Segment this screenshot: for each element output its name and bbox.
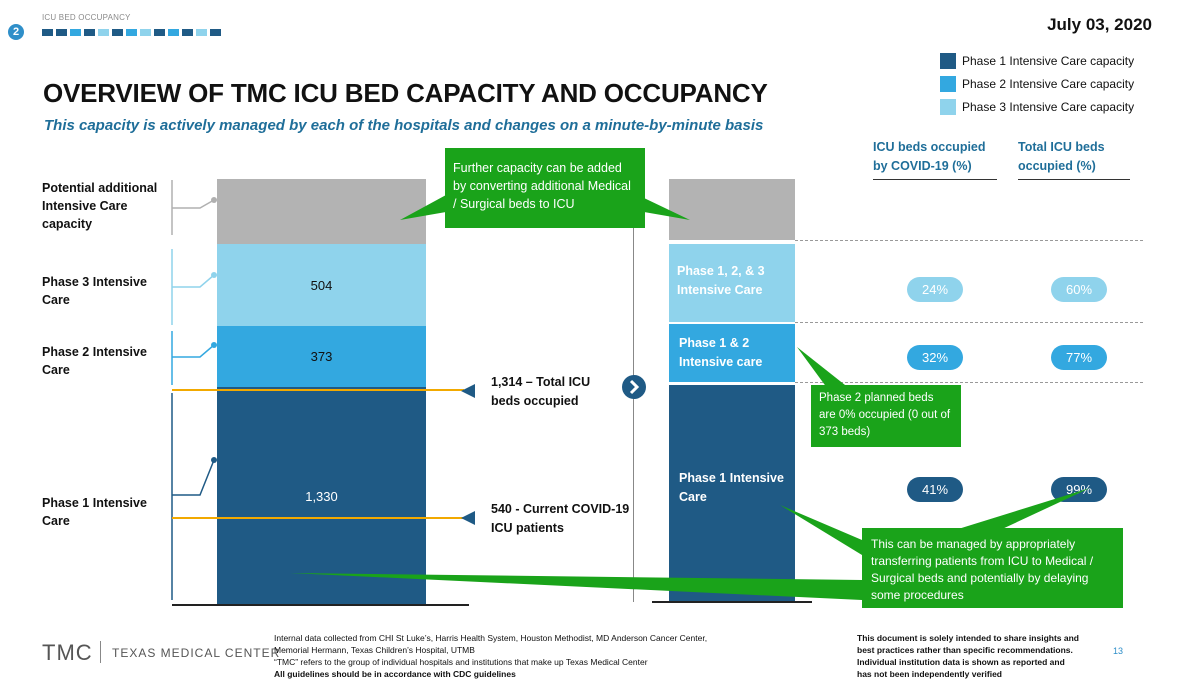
legend-swatch-phase2: [940, 75, 956, 92]
page-title: OVERVIEW OF TMC ICU BED CAPACITY AND OCC…: [43, 78, 768, 108]
section-number-badge: 2: [8, 24, 24, 40]
chevron-right-icon: [622, 375, 646, 399]
disclaimer-line-4: has not been independently verified: [857, 669, 1002, 679]
row-brackets: [171, 180, 217, 600]
source-line-2: Memorial Hermann, Texas Children’s Hospi…: [274, 645, 475, 655]
pill-covid-phase12: 32%: [907, 345, 963, 370]
callout-manage-transfers: This can be managed by appropriately tra…: [862, 528, 1123, 608]
pill-total-phase12: 77%: [1051, 345, 1107, 370]
marker-label-total: 1,314 – Total ICU beds occupied: [491, 375, 591, 408]
chart-legend: Phase 1 Intensive Care capacity Phase 2 …: [940, 49, 1134, 118]
marker-line-covid: [172, 517, 464, 519]
org-name: TEXAS MEDICAL CENTER: [112, 646, 281, 660]
legend-label-phase1: Phase 1 Intensive Care capacity: [962, 53, 1135, 68]
callout-phase2-planned: Phase 2 planned beds are 0% occupied (0 …: [811, 385, 961, 447]
section-label: ICU BED OCCUPANCY: [42, 13, 131, 22]
row-label-potential: Potential additional Intensive Care capa…: [42, 181, 158, 231]
left-bar-phase1: 1,330: [217, 387, 426, 605]
disclaimer-line-1: This document is solely intended to shar…: [857, 633, 1079, 643]
row-separator-1: [795, 240, 1143, 241]
right-bar-potential: [669, 179, 795, 240]
tmc-logo: TMC: [42, 640, 93, 665]
legend-item-phase3: Phase 3 Intensive Care capacity: [940, 95, 1134, 118]
row-label-phase2: Phase 2 Intensive Care: [42, 345, 147, 377]
right-bar-phase1: Phase 1 Intensive Care: [669, 385, 795, 603]
marker-label-covid: 540 - Current COVID-19 ICU patients: [491, 502, 630, 535]
source-line-1: Internal data collected from CHI St Luke…: [274, 633, 708, 643]
marker-line-total: [172, 389, 464, 391]
row-separator-2: [795, 322, 1143, 323]
right-bar-baseline: [652, 601, 812, 603]
column-header-total: Total ICU beds occupied (%): [1018, 138, 1130, 180]
marker-arrow-total: [461, 384, 475, 398]
legend-item-phase1: Phase 1 Intensive Care capacity: [940, 49, 1134, 72]
disclaimer: This document is solely intended to shar…: [857, 632, 1097, 680]
callout-further-capacity: Further capacity can be added by convert…: [445, 148, 645, 228]
disclaimer-line-2: best practices rather than specific reco…: [857, 645, 1073, 655]
legend-label-phase3: Phase 3 Intensive Care capacity: [962, 99, 1135, 114]
logo-divider: [100, 641, 101, 663]
right-bar-phase12: Phase 1 & 2 Intensive care: [669, 324, 795, 382]
report-date: July 03, 2020: [1047, 15, 1152, 34]
row-label-phase1: Phase 1 Intensive Care: [42, 496, 147, 528]
legend-swatch-phase1: [940, 52, 956, 69]
pill-covid-phase1: 41%: [907, 477, 963, 502]
row-label-phase3: Phase 3 Intensive Care: [42, 275, 147, 307]
column-header-covid: ICU beds occupied by COVID-19 (%): [873, 138, 997, 180]
legend-label-phase2: Phase 2 Intensive Care capacity: [962, 76, 1135, 91]
legend-item-phase2: Phase 2 Intensive Care capacity: [940, 72, 1134, 95]
marker-arrow-covid: [461, 511, 475, 525]
pill-total-phase123: 60%: [1051, 277, 1107, 302]
page-number: 13: [1113, 646, 1124, 656]
source-line-3: “TMC” refers to the group of individual …: [274, 657, 648, 667]
panel-divider: [633, 220, 634, 602]
left-bar-baseline: [172, 604, 469, 606]
left-bar-potential: [217, 179, 426, 244]
disclaimer-line-3: Individual institution data is shown as …: [857, 657, 1065, 667]
legend-swatch-phase3: [940, 98, 956, 115]
row-separator-3: [795, 382, 1143, 383]
source-line-4: All guidelines should be in accordance w…: [274, 669, 516, 679]
left-bar-phase2: 373: [217, 326, 426, 387]
source-notes: Internal data collected from CHI St Luke…: [274, 632, 754, 680]
left-bar-phase3: 504: [217, 244, 426, 326]
right-bar-phase123: Phase 1, 2, & 3 Intensive Care: [669, 244, 795, 322]
section-progress-bar: [42, 29, 221, 36]
pill-covid-phase123: 24%: [907, 277, 963, 302]
page-subtitle: This capacity is actively managed by eac…: [44, 117, 764, 134]
